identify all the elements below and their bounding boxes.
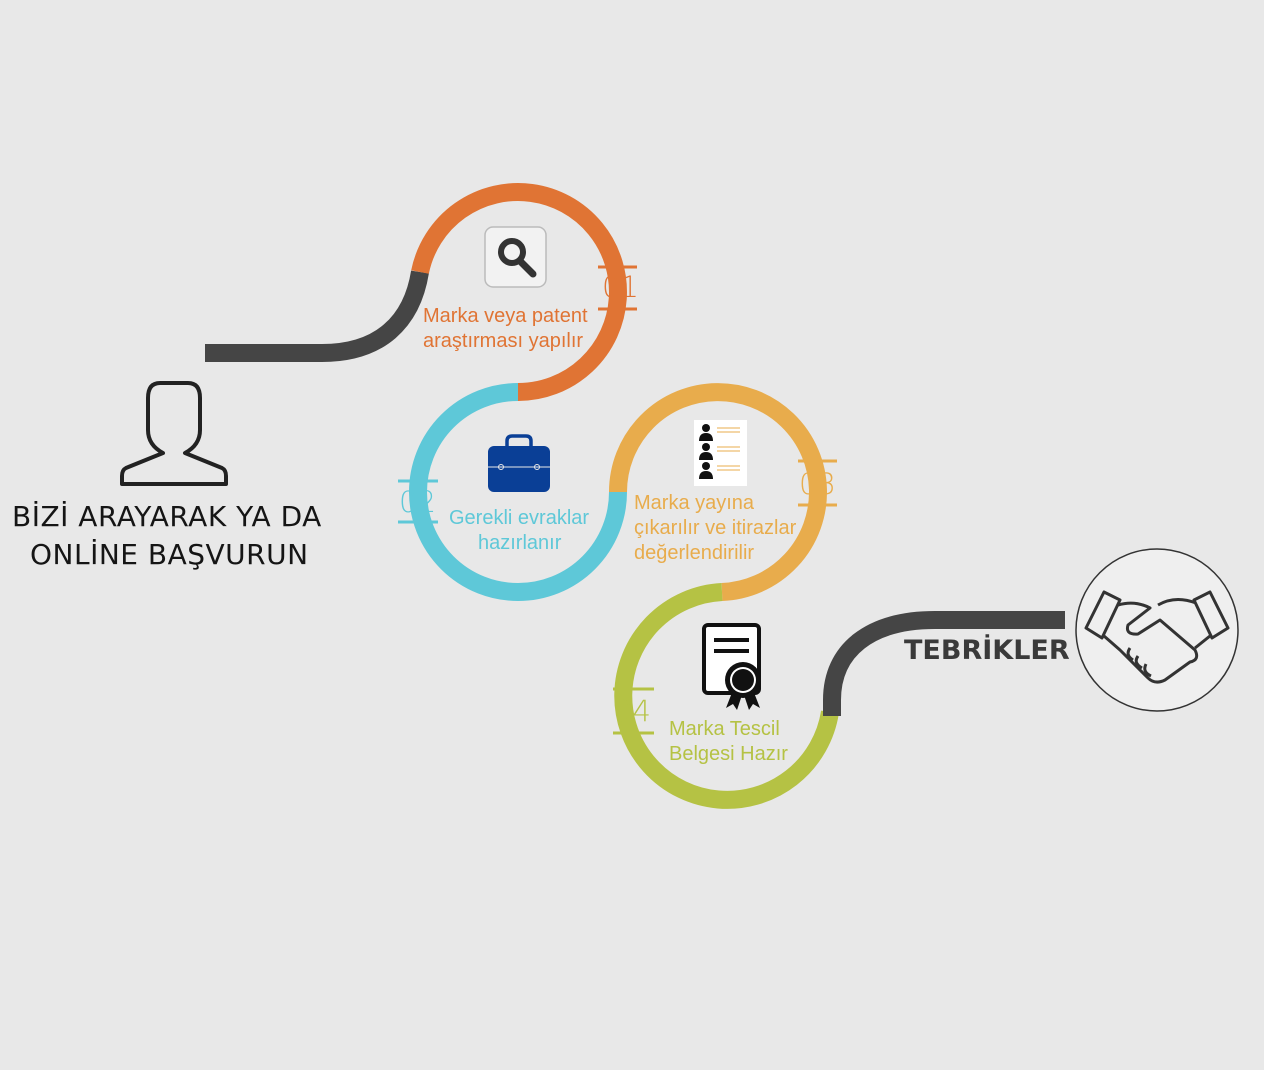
magnifier-icon xyxy=(485,227,546,287)
step4-text-line2: Belgesi Hazır xyxy=(669,742,788,767)
connector-start xyxy=(205,272,420,353)
end-label: TEBRİKLER xyxy=(904,635,1070,666)
step3-text-line2: çıkarılır ve itirazlar xyxy=(634,516,796,541)
step3-text-line3: değerlendirilir xyxy=(634,541,754,566)
step4-text-line1: Marka Tescil xyxy=(669,717,780,742)
handshake-icon xyxy=(1076,549,1238,711)
start-label-line2: ONLİNE BAŞVURUN xyxy=(30,538,309,571)
step2-text-line1: Gerekli evraklar xyxy=(449,506,589,531)
start-label-line1: BİZİ ARAYARAK YA DA xyxy=(12,500,322,533)
certificate-icon xyxy=(704,625,761,710)
step2-number: 02 xyxy=(399,485,436,519)
person-outline-icon xyxy=(122,383,226,484)
step3-text-line1: Marka yayına xyxy=(634,491,754,516)
step3-number: 03 xyxy=(799,467,836,501)
step4-number: 04 xyxy=(614,694,651,728)
step1-text-line2: araştırması yapılır xyxy=(423,329,583,354)
step1-text-line1: Marka veya patent xyxy=(423,304,588,329)
step1-arc xyxy=(420,192,618,392)
people-list-icon xyxy=(694,420,747,486)
step1-number: 01 xyxy=(602,270,639,304)
briefcase-icon xyxy=(488,436,550,492)
step2-text-line2: hazırlanır xyxy=(478,531,561,556)
